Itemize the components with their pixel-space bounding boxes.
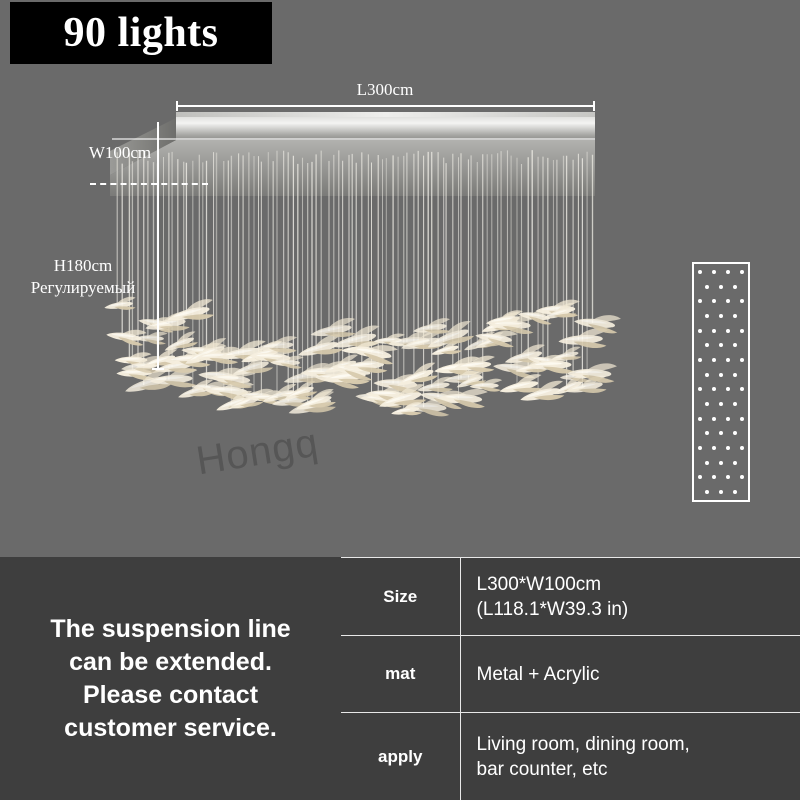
light-count-badge-label: 90 lights: [63, 10, 219, 56]
spec-value-size-line-1: L300*W100cm: [476, 573, 602, 595]
layout-dot: [698, 358, 702, 362]
spec-value-mat: Metal + Acrylic: [459, 635, 800, 713]
suspension-notice-line-2: can be extended.: [69, 647, 272, 676]
layout-dot: [726, 387, 730, 392]
suspension-notice-line-4: customer service.: [64, 713, 277, 742]
layout-dot: [705, 343, 709, 348]
layout-dot: [726, 416, 730, 421]
layout-dot: [733, 372, 737, 377]
length-dimension-label: L300cm: [356, 80, 414, 99]
spec-value-apply-line-2: bar counter, etc: [476, 758, 608, 780]
layout-dot: [719, 372, 723, 377]
layout-dot: [712, 446, 716, 450]
info-band: The suspension line can be extended. Ple…: [0, 557, 800, 800]
layout-dot: [726, 475, 730, 480]
layout-dot: [726, 299, 730, 304]
layout-dot: [719, 402, 723, 406]
width-dimension-guide: [90, 183, 208, 185]
spec-value-size: L300*W100cm (L118.1*W39.3 in): [459, 557, 800, 636]
table-row: mat Metal + Acrylic: [341, 635, 800, 713]
width-dimension-label: W100cm: [88, 143, 152, 162]
layout-dot: [705, 460, 709, 465]
spec-value-apply-line-1: Living room, dining room,: [476, 733, 690, 755]
layout-dot: [740, 299, 744, 304]
height-dimension-note: Регулируемый: [30, 278, 136, 297]
layout-dot: [712, 475, 716, 480]
layout-dot: [705, 402, 709, 406]
layout-dot: [726, 270, 730, 274]
chandelier-illustration: [104, 112, 621, 417]
spec-value-size-line-2: (L118.1*W39.3 in): [476, 598, 629, 620]
layout-dot: [712, 270, 716, 274]
layout-dot: [726, 328, 730, 333]
layout-dot: [733, 402, 737, 406]
layout-dot: [712, 358, 716, 362]
layout-dot: [719, 284, 723, 289]
suspension-notice-line-3: Please contact: [82, 680, 259, 709]
length-dimension-line: [176, 101, 595, 111]
layout-dot: [733, 431, 737, 436]
width-dimension-line: [157, 122, 159, 184]
height-dimension-line: [152, 184, 164, 370]
layout-dot: [712, 387, 716, 392]
layout-dot: [726, 358, 730, 362]
layout-dot: [719, 343, 723, 348]
layout-dot: [719, 431, 723, 436]
layout-dot: [733, 284, 737, 289]
layout-dot: [698, 387, 702, 392]
layout-dot: [719, 490, 723, 494]
layout-dot: [698, 270, 702, 274]
spec-key-mat: mat: [341, 635, 461, 713]
spec-value-mat-line-1: Metal + Acrylic: [476, 663, 600, 685]
layout-dot: [740, 387, 744, 392]
layout-dot: [719, 314, 723, 318]
specification-table: Size L300*W100cm (L118.1*W39.3 in) mat M…: [341, 557, 800, 800]
height-dimension-label: H180cm Регулируемый: [8, 255, 158, 299]
layout-dot: [705, 490, 709, 494]
layout-dot: [712, 299, 716, 304]
layout-dot: [719, 460, 723, 465]
product-scene: Hongq 90 lights L300cm W100cm H180cm Рег…: [8, 2, 750, 502]
suspension-notice: The suspension line can be extended. Ple…: [0, 557, 341, 800]
layout-dot: [740, 446, 744, 450]
layout-dot: [733, 490, 737, 494]
layout-dot: [705, 431, 709, 436]
layout-dot: [726, 446, 730, 450]
table-row: Size L300*W100cm (L118.1*W39.3 in): [341, 557, 800, 636]
suspension-notice-line-1: The suspension line: [50, 614, 291, 643]
layout-dot: [740, 416, 744, 421]
light-count-badge: 90 lights: [10, 2, 272, 64]
layout-dot: [740, 328, 744, 333]
layout-dot: [698, 299, 702, 304]
height-dimension-value: H180cm: [53, 256, 113, 275]
spec-key-size: Size: [341, 557, 461, 636]
layout-dot: [698, 446, 702, 450]
layout-dot: [712, 328, 716, 333]
layout-dot: [698, 475, 702, 480]
table-row: apply Living room, dining room, bar coun…: [341, 712, 800, 800]
layout-dot: [705, 372, 709, 377]
spec-value-apply: Living room, dining room, bar counter, e…: [459, 712, 800, 800]
layout-dot: [712, 416, 716, 421]
layout-dot: [705, 284, 709, 289]
light-layout-diagram: [692, 262, 750, 502]
layout-dot: [740, 358, 744, 362]
layout-dot: [698, 416, 702, 421]
layout-dot: [740, 475, 744, 480]
layout-dot: [698, 328, 702, 333]
layout-dot: [733, 314, 737, 318]
layout-dot: [740, 270, 744, 274]
layout-dot: [733, 460, 737, 465]
layout-dot: [705, 314, 709, 318]
spec-key-apply: apply: [341, 712, 461, 800]
layout-dot: [733, 343, 737, 348]
